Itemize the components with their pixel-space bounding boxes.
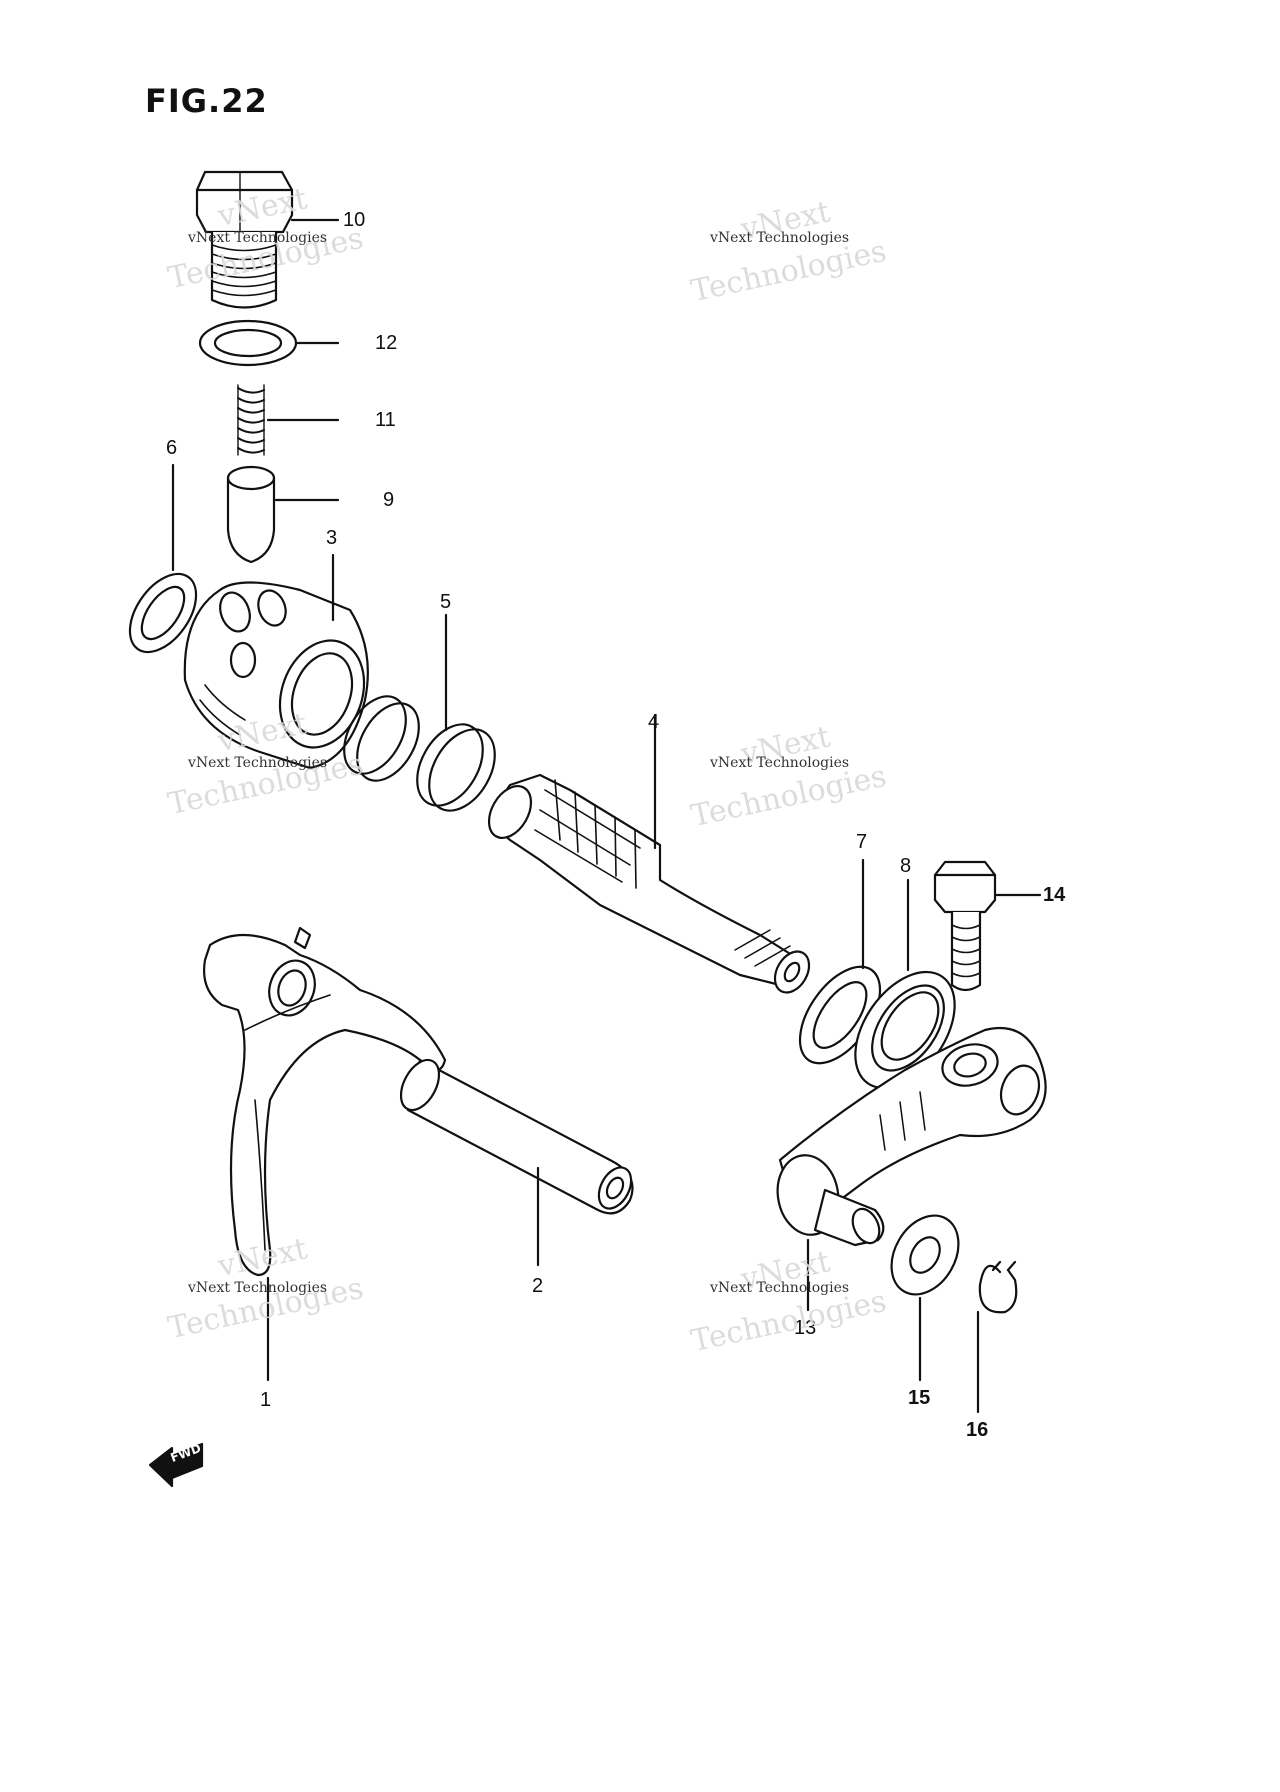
callout-1: 1 [260,1389,272,1411]
callout-15: 15 [908,1387,931,1409]
watermark-caption: vNext Technologies [710,1280,850,1296]
part-12-washer [198,319,340,367]
part-14-bolt [933,860,1042,992]
watermark-caption: vNext Technologies [188,230,328,246]
callout-6: 6 [166,437,178,459]
part-6-washer [128,463,198,654]
part-5-springs [343,613,496,812]
callout-14: 14 [1043,884,1066,906]
callout-2: 2 [532,1275,544,1297]
part-4-shaft [487,713,811,994]
part-11-spring [237,384,340,456]
part-15-washer [890,1214,960,1382]
callout-4: 4 [648,711,660,733]
part-10-bolt [195,170,340,309]
part-9-pin [226,465,340,564]
part-2-fork-shaft [399,1058,634,1267]
watermark-caption: vNext Technologies [710,230,850,246]
callout-10: 10 [343,209,366,231]
watermark-caption: vNext Technologies [710,755,850,771]
callout-8: 8 [900,855,912,877]
watermark-caption: vNext Technologies [188,755,328,771]
figure-title: FIG.22 [145,82,268,120]
part-16-circlip [976,1260,1018,1414]
callout-12: 12 [375,332,398,354]
watermark-caption: vNext Technologies [188,1280,328,1296]
callout-7: 7 [856,831,868,853]
callout-13: 13 [794,1317,817,1339]
part-7-washer [798,858,882,1065]
callout-9: 9 [383,489,395,511]
callout-5: 5 [440,591,452,613]
part-13-arm [776,1026,1047,1312]
part-3-cam [183,553,369,770]
callout-16: 16 [966,1419,989,1441]
callout-11: 11 [375,409,396,431]
part-1-fork [203,926,447,1382]
callout-3: 3 [326,527,338,549]
fwd-arrow-icon [148,1442,204,1488]
